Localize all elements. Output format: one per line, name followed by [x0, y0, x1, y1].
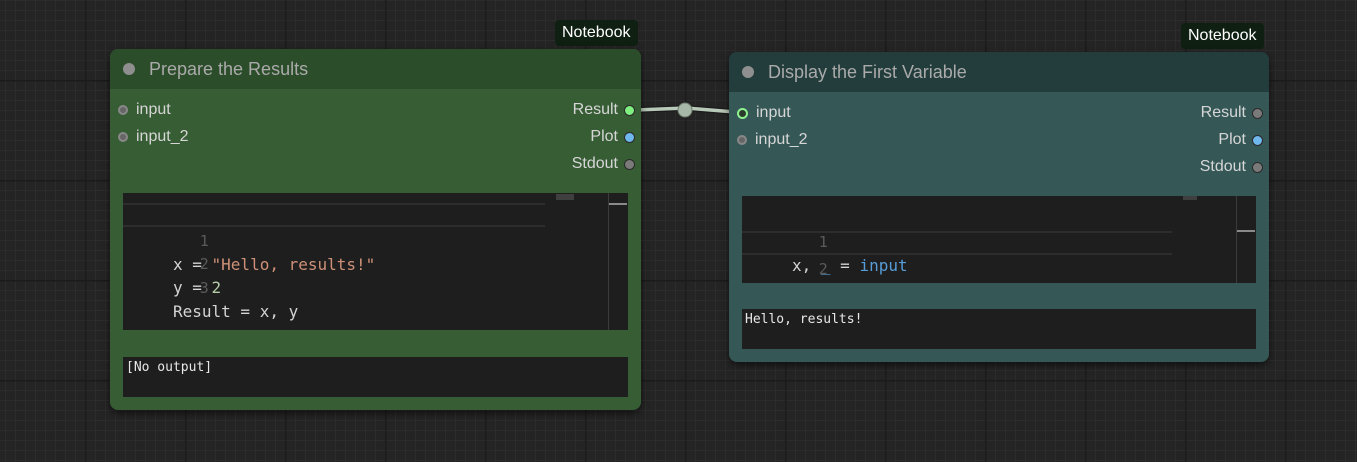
node-title: Prepare the Results [149, 58, 309, 79]
output-slot-stdout[interactable]: Stdout [572, 154, 635, 174]
code-text: y = 2 [173, 278, 222, 297]
input-connector-dot[interactable] [118, 132, 128, 142]
input-connector-dot[interactable] [118, 105, 128, 115]
input-slot-label: input_2 [136, 128, 189, 145]
output-slot-stdout[interactable]: Stdout [1200, 157, 1263, 177]
line-number: 1 [818, 233, 828, 251]
code-line[interactable]: 1 x = "Hello, results!" [123, 203, 545, 274]
line-number: 2 [199, 255, 209, 273]
notebook-node-prepare-results[interactable]: Prepare the Results input input_2 Result… [110, 49, 641, 410]
output-slot-label: Result [572, 101, 618, 118]
output-connector-dot[interactable] [624, 131, 635, 143]
code-editor[interactable]: 1 x, _ = input 2 print(x) [742, 196, 1256, 283]
editor-scrollbar[interactable] [608, 193, 609, 330]
code-line[interactable]: 3 Result = x, y [123, 252, 298, 321]
code-text: Result = x, y [173, 302, 299, 321]
output-slot-label: Plot [1218, 131, 1246, 148]
output-slot-label: Plot [590, 128, 618, 145]
output-slot-label: Stdout [571, 155, 618, 172]
line-number: 2 [818, 260, 828, 278]
input-slot-input[interactable]: input [737, 103, 791, 123]
output-panel: Hello, results! [742, 309, 1256, 349]
input-slot-label: input [756, 104, 791, 121]
output-slot-label: Result [1200, 104, 1246, 121]
code-text: x = "Hello, results!" [173, 255, 376, 274]
collapse-toggle[interactable] [742, 66, 754, 78]
node-title: Display the First Variable [768, 61, 967, 82]
output-connector-dot[interactable] [1252, 134, 1263, 146]
output-slot-plot[interactable]: Plot [1218, 130, 1263, 150]
input-slot-label: input_2 [755, 131, 808, 148]
code-line[interactable]: 2 y = 2 [123, 228, 221, 297]
code-line[interactable]: 2 print(x) [742, 231, 1172, 278]
input-slot-label: input [136, 101, 171, 118]
line-number: 3 [199, 279, 209, 297]
line-number: 1 [199, 232, 209, 250]
output-slot-result[interactable]: Result [573, 100, 635, 120]
output-connector-dot[interactable] [1252, 161, 1263, 173]
minimap-slider[interactable] [1237, 230, 1255, 232]
output-slot-label: Stdout [1199, 158, 1246, 175]
output-connector-dot[interactable] [1252, 107, 1263, 119]
output-panel: [No output] [123, 357, 628, 397]
output-slot-plot[interactable]: Plot [590, 127, 635, 147]
node-type-badge: Notebook [555, 20, 638, 46]
editor-scrollbar[interactable] [1236, 196, 1237, 283]
code-text: x, _ = input [792, 256, 908, 275]
code-line[interactable]: 1 x, _ = input [742, 206, 908, 275]
minimap-slider[interactable] [609, 203, 627, 205]
input-connector-dot[interactable] [737, 107, 748, 119]
collapse-toggle[interactable] [123, 63, 135, 75]
code-text: print(x) [792, 281, 869, 283]
output-slot-result[interactable]: Result [1201, 103, 1263, 123]
node-type-badge: Notebook [1181, 23, 1264, 49]
node-header[interactable]: Prepare the Results [110, 49, 641, 89]
node-header[interactable]: Display the First Variable [729, 52, 1269, 92]
link-midpoint-handle [677, 102, 693, 118]
input-slot-input-2[interactable]: input_2 [737, 130, 808, 150]
output-connector-dot[interactable] [624, 104, 635, 116]
input-connector-dot[interactable] [737, 135, 747, 145]
input-slot-input[interactable]: input [118, 100, 171, 120]
minimap-preview [556, 194, 574, 200]
output-connector-dot[interactable] [624, 158, 635, 170]
input-slot-input-2[interactable]: input_2 [118, 127, 189, 147]
notebook-node-display-first-variable[interactable]: Display the First Variable input input_2… [729, 52, 1269, 362]
code-editor[interactable]: 1 x = "Hello, results!" 2 y = 2 3 Result… [123, 193, 628, 330]
minimap-preview [1183, 196, 1197, 200]
